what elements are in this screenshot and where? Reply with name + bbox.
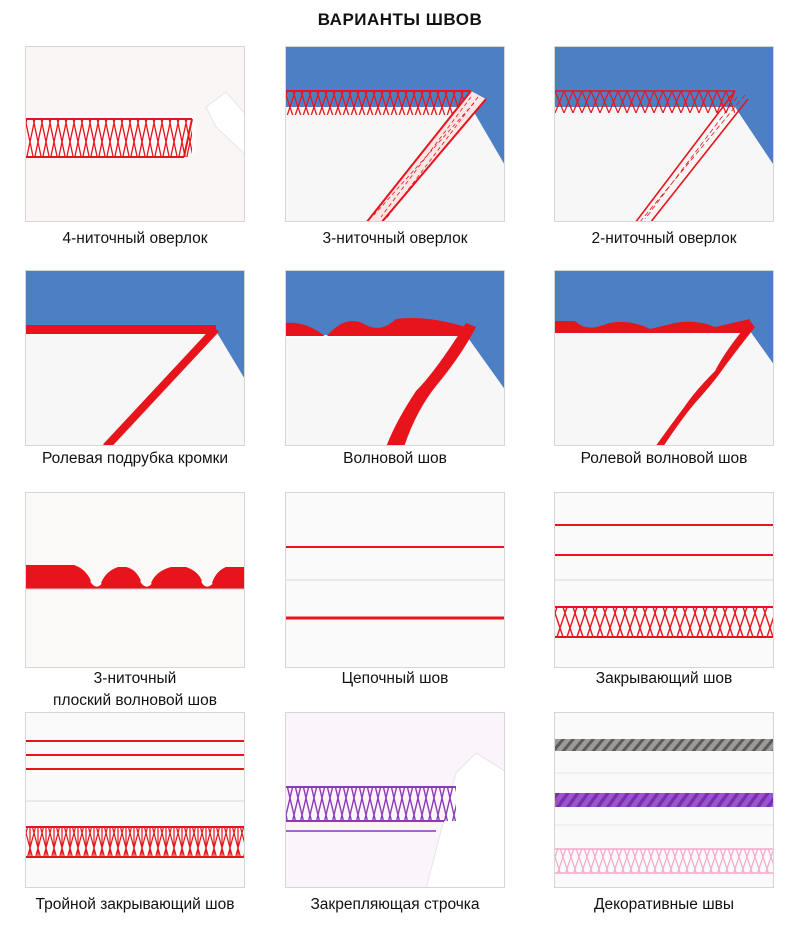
stitch-label: Ролевая подрубка кромки [41, 450, 229, 467]
rolled-wave-stitch-sample-icon [554, 270, 774, 446]
four-thread-overlock-sample-icon [25, 46, 245, 222]
safety-stitch-sample-icon [285, 712, 505, 888]
stitch-label: Декоративные швы [593, 896, 735, 913]
stitch-label: Волновой шов [343, 450, 447, 467]
rolled-hem-sample-icon [25, 270, 245, 446]
decorative-stitch-sample-icon [554, 712, 774, 888]
cover-stitch-sample-icon [554, 492, 774, 668]
stitch-label: Цепочный шов [341, 670, 449, 687]
chain-stitch-sample-icon [285, 492, 505, 668]
stitch-label: 4-ниточный оверлок [62, 230, 208, 247]
stitch-label: 3-ниточный оверлок [322, 230, 468, 247]
page-title: ВАРИАНТЫ ШВОВ [317, 10, 483, 29]
stitch-label: Закрепляющая строчка [310, 896, 480, 913]
stitch-label-line2: плоский волновой шов [53, 692, 217, 709]
stitch-label-line1: 3-ниточный [93, 670, 177, 687]
two-thread-overlock-sample-icon [554, 46, 774, 222]
flat-wave-stitch-sample-icon [25, 492, 245, 668]
stitch-label: Тройной закрывающий шов [35, 896, 235, 913]
triple-cover-stitch-sample-icon [25, 712, 245, 888]
three-thread-overlock-sample-icon [285, 46, 505, 222]
stitch-label: 2-ниточный оверлок [591, 230, 737, 247]
stitch-label: Закрывающий шов [595, 670, 733, 687]
stitch-label: Ролевой волновой шов [580, 450, 748, 467]
wave-stitch-sample-icon [285, 270, 505, 446]
